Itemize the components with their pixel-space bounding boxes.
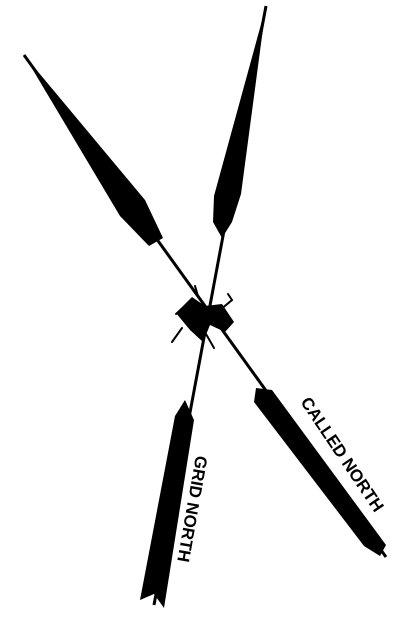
grid-north-head-blade	[213, 6, 266, 238]
intersection-mark	[172, 286, 234, 348]
called-north-head-blade	[24, 55, 163, 246]
